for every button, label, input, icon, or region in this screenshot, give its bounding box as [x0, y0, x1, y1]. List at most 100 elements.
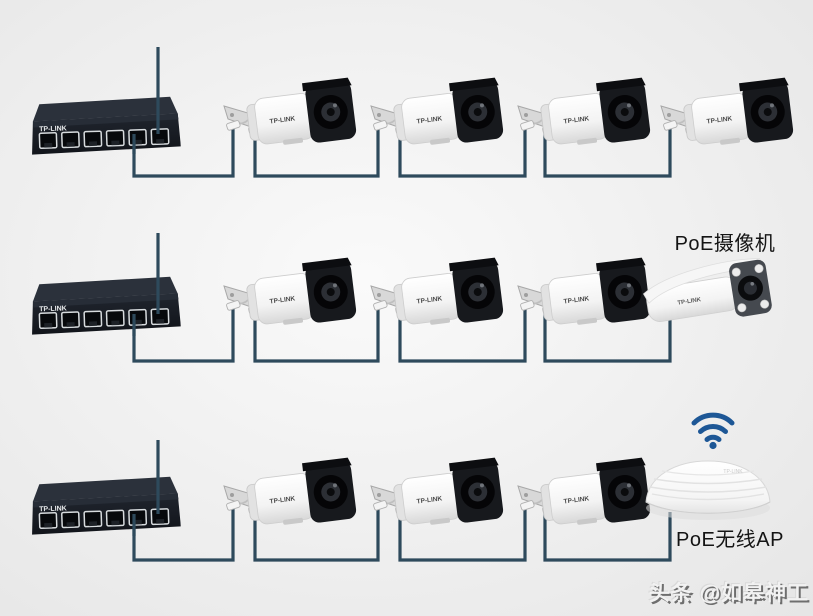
- rj45-port: [105, 509, 125, 527]
- poe-wireless-ap: TP-LINK: [636, 442, 781, 527]
- bullet-camera: TP-LINK: [512, 448, 652, 543]
- camera-brand-text: TP-LINK: [563, 495, 590, 505]
- rj45-pigtail-connector: [663, 120, 678, 131]
- rj45-port: [83, 310, 103, 328]
- camera-brand-text: TP-LINK: [269, 295, 296, 305]
- rj45-port: [38, 312, 58, 329]
- camera-sunshade: [596, 257, 646, 272]
- bullet-camera: TP-LINK: [655, 68, 795, 163]
- wifi-dot: [709, 441, 717, 450]
- row-1-cables: [132, 124, 672, 178]
- camera-brand-text: TP-LINK: [416, 295, 443, 305]
- camera-sunshade: [449, 77, 499, 92]
- cable-camera-to-ap: [543, 508, 672, 562]
- bullet-camera: TP-LINK: [365, 248, 505, 343]
- ir-led: [760, 299, 770, 309]
- rj45-pigtail-connector: [520, 120, 535, 131]
- camera-brand-text: TP-LINK: [706, 115, 733, 125]
- switch-bezel: [32, 493, 179, 508]
- bullet-camera: TP-LINK: [365, 448, 505, 543]
- wifi-icon-graphic: [691, 412, 735, 450]
- bullet-camera-graphic: TP-LINK: [660, 77, 794, 145]
- bullet-camera-graphic: TP-LINK: [223, 77, 357, 145]
- ap-ridge: [661, 470, 755, 476]
- camera-body: TP-LINK: [246, 257, 357, 325]
- ir-led: [731, 267, 741, 277]
- camera-sunshade: [302, 77, 352, 92]
- camera-body: TP-LINK: [540, 77, 651, 145]
- poe-camera-graphic: TP-LINK: [643, 257, 772, 322]
- rj45-port: [61, 311, 80, 329]
- camera-body: TP-LINK: [683, 77, 794, 145]
- wifi-arc: [691, 412, 735, 426]
- camera-brand-text: TP-LINK: [563, 115, 590, 125]
- camera-brand-text: TP-LINK: [269, 115, 296, 125]
- poe-camera-label: PoE摄像机: [674, 233, 776, 255]
- rj45-pigtail-connector: [520, 300, 535, 311]
- switch-top-face: [32, 96, 178, 122]
- switch-ports: [38, 508, 170, 529]
- rj45-port: [105, 129, 125, 147]
- poe-switch-graphic: TP-LINK: [32, 96, 181, 155]
- cable-switch-to-camera: [132, 504, 235, 562]
- cable-camera-to-camera: [253, 304, 380, 363]
- bullet-camera-graphic: TP-LINK: [370, 77, 504, 145]
- poe-switch: TP-LINK: [29, 269, 181, 336]
- switch-brand-text: TP-LINK: [39, 125, 67, 133]
- camera-brand-text: TP-LINK: [563, 295, 590, 305]
- cable-camera-to-camera: [398, 124, 527, 178]
- poe-camera-brand-text: TP-LINK: [677, 297, 702, 307]
- cable-camera-to-camera: [253, 504, 380, 562]
- switch-brand-text: TP-LINK: [39, 505, 67, 513]
- rj45-port: [38, 132, 58, 149]
- camera-body: TP-LINK: [393, 257, 504, 325]
- watermark: 头条 @如皋神工: [648, 582, 809, 605]
- switch-brand-text: TP-LINK: [39, 305, 67, 313]
- rj45-port: [105, 309, 125, 327]
- rj45-port: [150, 128, 170, 146]
- switch-bezel: [32, 293, 179, 308]
- bullet-camera: TP-LINK: [365, 68, 505, 163]
- poe-switch: TP-LINK: [29, 89, 181, 156]
- wifi-arc: [698, 423, 728, 434]
- bullet-camera-graphic: TP-LINK: [370, 457, 504, 525]
- rj45-pigtail-connector: [373, 120, 388, 131]
- camera-sunshade: [596, 77, 646, 92]
- ap-ridge: [653, 478, 763, 485]
- camera-brand-text: TP-LINK: [416, 115, 443, 125]
- cable-camera-to-poe-camera: [543, 308, 672, 363]
- bullet-camera-graphic: TP-LINK: [370, 257, 504, 325]
- camera-sunshade: [596, 457, 646, 472]
- poe-ap-label: PoE无线AP: [676, 529, 784, 551]
- rj45-port: [61, 131, 80, 149]
- bullet-camera: TP-LINK: [218, 68, 358, 163]
- bullet-camera-graphic: TP-LINK: [223, 457, 357, 525]
- rj45-pigtail-connector: [373, 500, 388, 511]
- row-3-cables: [132, 504, 672, 562]
- cable-camera-to-camera: [253, 124, 380, 178]
- wifi-icon: [688, 408, 738, 450]
- camera-sunshade: [739, 77, 789, 92]
- camera-body: TP-LINK: [246, 77, 357, 145]
- rj45-pigtail-connector: [226, 120, 241, 131]
- switch-top-face: [32, 276, 178, 302]
- cable-switch-to-camera: [132, 124, 235, 178]
- camera-sunshade: [302, 457, 352, 472]
- switch-bezel: [32, 113, 179, 128]
- ap-brand-text: TP-LINK: [723, 469, 743, 475]
- rj45-pigtail-connector: [226, 300, 241, 311]
- rj45-port: [83, 130, 103, 148]
- rj45-port: [38, 512, 58, 529]
- rj45-port: [83, 510, 103, 528]
- camera-sunshade: [449, 457, 499, 472]
- switch-ports: [38, 308, 170, 329]
- ap-rim: [645, 501, 771, 514]
- cable-camera-to-camera: [398, 504, 527, 562]
- bullet-camera-graphic: TP-LINK: [517, 457, 651, 525]
- ap-ridge: [649, 486, 767, 493]
- bullet-camera-graphic: TP-LINK: [517, 257, 651, 325]
- cable-camera-to-camera: [398, 304, 527, 363]
- rj45-pigtail-connector: [373, 300, 388, 311]
